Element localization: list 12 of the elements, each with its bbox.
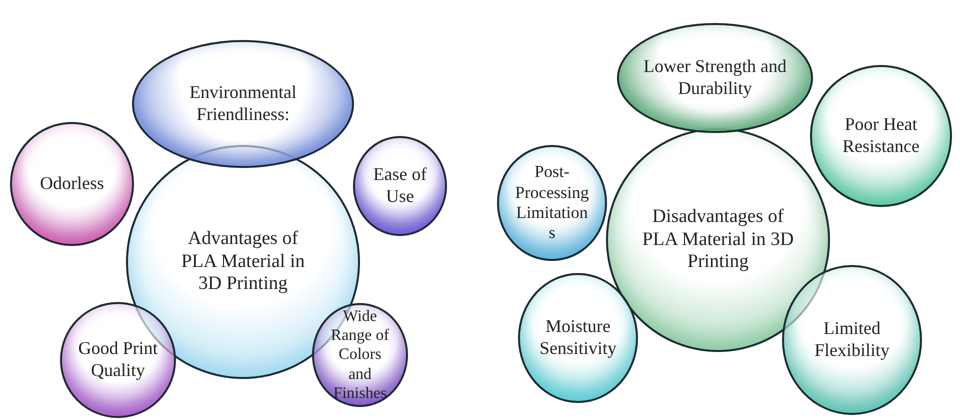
bubble-text: Moisture Sensitivity [538, 316, 618, 360]
bubble-text: Environmental Friendliness: [188, 82, 298, 126]
bubble-text: Wide Range of Colors and Finishes [330, 307, 390, 403]
bubble-text: Disadvantages of PLA Material in 3D Printing [641, 206, 795, 274]
bubble-text: Lower Strength and Durability [642, 56, 788, 100]
bubble-text: Ease of Use [372, 164, 428, 208]
bubble-text: Poor Heat Resistance [842, 114, 920, 158]
bubble-text: Odorless [40, 173, 104, 195]
bubble-text: Good Print Quality [78, 338, 158, 382]
bubble-text: Limited Flexibility [813, 318, 890, 362]
bubble-text: Post-Processing Limitations [514, 162, 590, 244]
bubble-text: Advantages of PLA Material in 3D Printing [180, 228, 306, 296]
